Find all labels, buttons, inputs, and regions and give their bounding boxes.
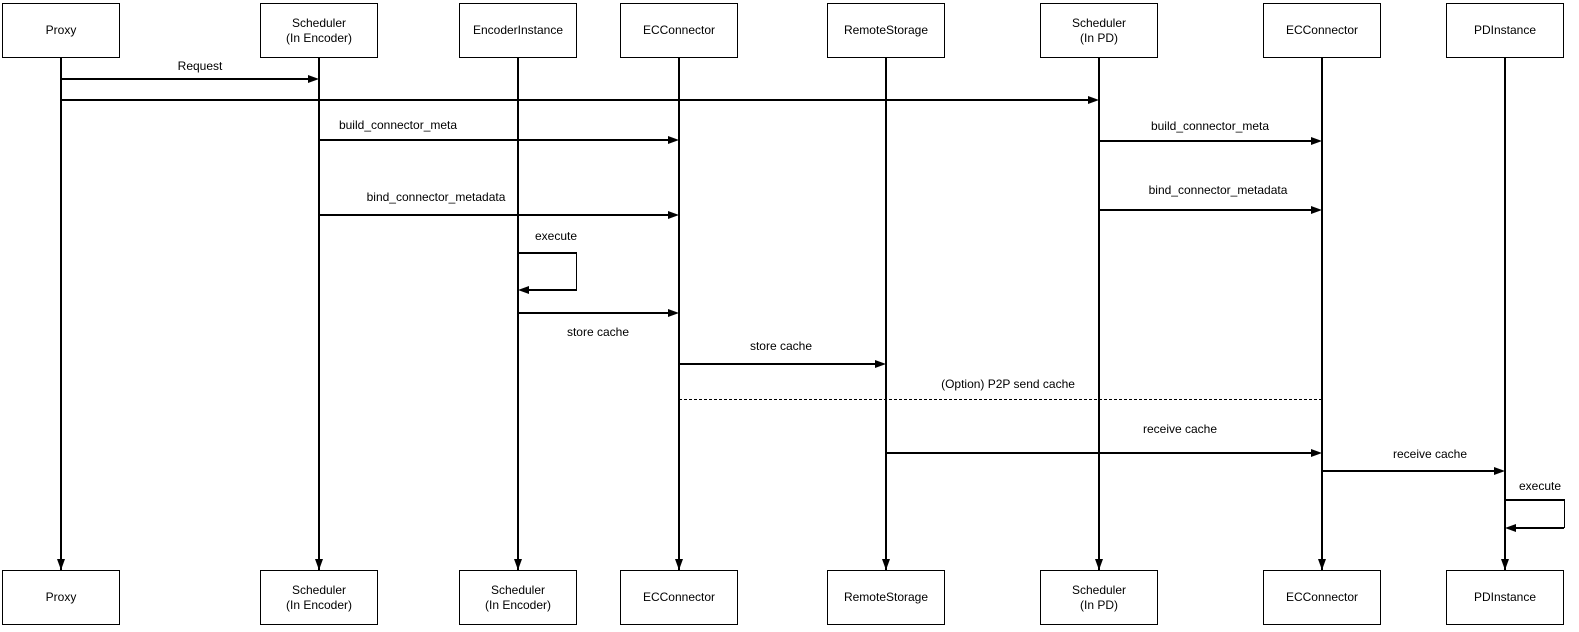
self-loop-right-line — [575, 253, 577, 290]
lifeline-encoder-instance — [517, 58, 519, 570]
participant-bottom-remote-storage: RemoteStorage — [827, 570, 945, 625]
self-loop-bottom-line — [529, 289, 577, 291]
arrowhead-right-icon — [668, 210, 679, 219]
arrowhead-left-icon — [1505, 523, 1516, 532]
participant-bottom-pd-instance: PDInstance — [1446, 570, 1564, 625]
participant-top-pd-instance: PDInstance — [1446, 3, 1564, 58]
message-dashed-line — [679, 398, 1322, 400]
message-line — [1099, 209, 1313, 211]
arrowhead-right-icon — [1088, 95, 1099, 104]
message-label: execute — [532, 228, 580, 244]
message-label: build_connector_meta — [1148, 119, 1272, 134]
participant-label: RemoteStorage — [843, 590, 929, 604]
participant-label: (In Encoder) — [484, 597, 552, 612]
participant-top-ec-connector-encoder: ECConnector — [620, 3, 738, 58]
message-line — [1322, 470, 1496, 472]
message-label: build_connector_meta — [336, 118, 460, 133]
arrowhead-right-icon — [668, 308, 679, 317]
message-label: Request — [175, 59, 225, 74]
participant-bottom-ec-connector-encoder: ECConnector — [620, 570, 738, 625]
message-label: store cache — [564, 325, 632, 340]
participant-top-scheduler-pd: Scheduler (In PD) — [1040, 3, 1158, 58]
participant-label: ECConnector — [1285, 590, 1359, 604]
participant-bottom-scheduler-encoder-2: Scheduler (In Encoder) — [459, 570, 577, 625]
arrowhead-left-icon — [518, 285, 529, 294]
message-line — [319, 214, 670, 216]
participant-top-encoder-instance: EncoderInstance — [459, 3, 577, 58]
message-line — [1099, 140, 1313, 142]
arrowhead-right-icon — [875, 359, 886, 368]
lifeline-scheduler-encoder — [318, 58, 320, 570]
participant-bottom-scheduler-encoder: Scheduler (In Encoder) — [260, 570, 378, 625]
participant-label: Scheduler — [291, 15, 347, 30]
self-loop-bottom-line — [1516, 527, 1564, 529]
participant-label: (In PD) — [1079, 30, 1118, 45]
arrowhead-down-icon — [674, 559, 683, 570]
participant-label: EncoderInstance — [472, 23, 564, 37]
participant-top-proxy: Proxy — [2, 3, 120, 58]
participant-label: (In PD) — [1079, 597, 1118, 612]
lifeline-scheduler-pd — [1098, 58, 1100, 570]
message-label: bind_connector_metadata — [364, 190, 508, 205]
message-label: receive cache — [1140, 422, 1220, 437]
participant-bottom-proxy: Proxy — [2, 570, 120, 625]
participant-label: Scheduler — [291, 582, 347, 597]
participant-label: Scheduler — [1071, 582, 1127, 597]
arrowhead-down-icon — [314, 559, 323, 570]
participant-label: Scheduler — [490, 582, 546, 597]
arrowhead-right-icon — [1311, 205, 1322, 214]
self-loop-top-line — [518, 252, 577, 254]
participant-label: PDInstance — [1473, 23, 1537, 37]
arrowhead-down-icon — [513, 559, 522, 570]
lifeline-proxy — [60, 58, 62, 570]
message-label: store cache — [747, 339, 815, 354]
participant-top-ec-connector-pd: ECConnector — [1263, 3, 1381, 58]
message-label: receive cache — [1390, 447, 1470, 462]
message-label: (Option) P2P send cache — [939, 377, 1077, 392]
participant-bottom-scheduler-pd: Scheduler (In PD) — [1040, 570, 1158, 625]
participant-top-remote-storage: RemoteStorage — [827, 3, 945, 58]
arrowhead-down-icon — [1094, 559, 1103, 570]
arrowhead-right-icon — [308, 74, 319, 83]
arrowhead-down-icon — [1317, 559, 1326, 570]
message-line — [319, 139, 670, 141]
lifeline-ec-connector-encoder — [678, 58, 680, 570]
lifeline-pd-instance — [1504, 58, 1506, 570]
self-loop-right-line — [1563, 500, 1565, 528]
participant-label: Proxy — [45, 23, 77, 37]
message-label: bind_connector_metadata — [1146, 183, 1290, 198]
message-line — [679, 363, 877, 365]
participant-label: (In Encoder) — [285, 30, 353, 45]
participant-label: ECConnector — [642, 590, 716, 604]
participant-label: ECConnector — [1285, 23, 1359, 37]
arrowhead-right-icon — [1494, 466, 1505, 475]
arrowhead-down-icon — [56, 559, 65, 570]
lifeline-remote-storage — [885, 58, 887, 570]
message-label: execute — [1516, 478, 1564, 494]
participant-label: Proxy — [45, 590, 77, 604]
arrowhead-down-icon — [1500, 559, 1509, 570]
participant-label: PDInstance — [1473, 590, 1537, 604]
arrowhead-right-icon — [1311, 448, 1322, 457]
participant-bottom-ec-connector-pd: ECConnector — [1263, 570, 1381, 625]
message-line — [61, 99, 1090, 101]
message-line — [886, 452, 1313, 454]
participant-top-scheduler-encoder: Scheduler (In Encoder) — [260, 3, 378, 58]
arrowhead-right-icon — [668, 135, 679, 144]
arrowhead-right-icon — [1311, 136, 1322, 145]
participant-label: ECConnector — [642, 23, 716, 37]
participant-label: Scheduler — [1071, 15, 1127, 30]
arrowhead-down-icon — [881, 559, 890, 570]
message-line — [61, 78, 310, 80]
lifeline-ec-connector-pd — [1321, 58, 1323, 570]
participant-label: RemoteStorage — [843, 23, 929, 37]
self-loop-top-line — [1505, 499, 1565, 501]
participant-label: (In Encoder) — [285, 597, 353, 612]
message-line — [518, 312, 670, 314]
